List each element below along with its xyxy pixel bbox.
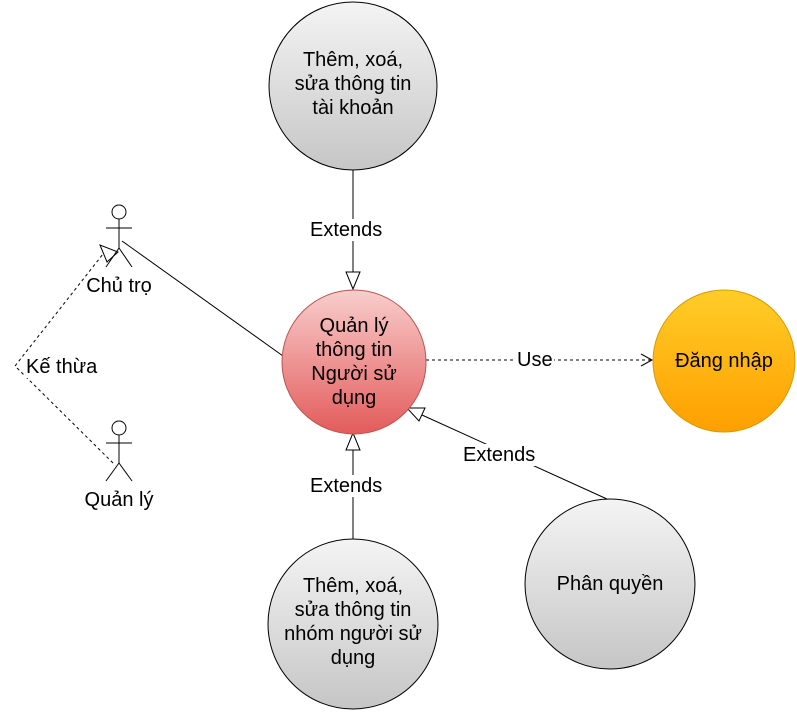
usecase-manage-users-label: Quản lý thông tin Người sử dụng	[311, 315, 397, 409]
actor-manager-icon[interactable]	[105, 420, 133, 482]
extends-right-arrowhead	[405, 407, 426, 422]
usecase-manage-users[interactable]	[281, 289, 427, 435]
usecase-permissions-label: Phân quyền	[556, 573, 664, 595]
extends-top-arrowhead	[345, 271, 361, 291]
actor-landlord-label: Chủ trọ	[86, 275, 152, 297]
use-label: Use	[516, 349, 554, 371]
usecase-login-label: Đăng nhập	[675, 350, 773, 372]
actor-manager-label: Quản lý	[84, 489, 154, 511]
extends-right-label: Extends	[462, 444, 537, 466]
usecase-permissions[interactable]	[524, 498, 696, 670]
usecase-login[interactable]	[652, 289, 796, 433]
extends-bottom-label: Extends	[309, 475, 384, 497]
actor-landlord-icon[interactable]	[105, 204, 133, 268]
usecase-edit-group-label: Thêm, xoá, sửa thông tin nhóm người sử d…	[284, 575, 422, 669]
use-arrowhead	[640, 353, 654, 367]
usecase-edit-account[interactable]	[268, 1, 438, 171]
usecase-edit-account-label: Thêm, xoá, sửa thông tin tài khoản	[294, 49, 412, 119]
extends-bottom-arrowhead	[345, 431, 361, 451]
association-edge	[121, 240, 284, 357]
usecase-edit-group[interactable]	[267, 538, 439, 710]
extends-top-label: Extends	[309, 219, 384, 241]
inherit-label: Kế thừa	[25, 356, 99, 378]
